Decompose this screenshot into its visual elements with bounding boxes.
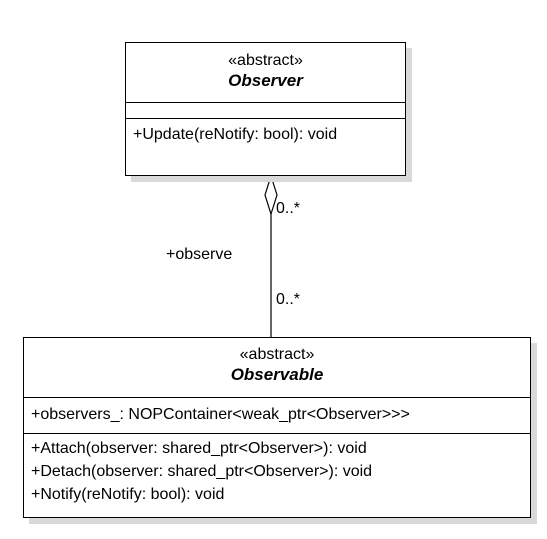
observable-stereotype: «abstract» <box>239 346 315 363</box>
operation-update: +Update(reNotify: bool): void <box>133 126 338 143</box>
operation-notify: +Notify(reNotify: bool): void <box>31 486 225 503</box>
observer-operations-compartment: +Update(reNotify: bool): void <box>126 119 405 146</box>
observer-class[interactable]: «abstract» Observer +Update(reNotify: bo… <box>125 42 406 176</box>
multiplicity-observable-end: 0..* <box>276 291 301 308</box>
association-role-label: +observe <box>166 246 233 263</box>
operation-detach: +Detach(observer: shared_ptr<Observer>):… <box>31 463 373 480</box>
observer-stereotype: «abstract» <box>228 52 303 69</box>
observer-class-header: «abstract» Observer <box>126 43 405 103</box>
observable-class-header: «abstract» Observable <box>24 338 530 398</box>
observable-attributes-compartment: +observers_: NOPContainer<weak_ptr<Obser… <box>24 398 530 434</box>
attribute-observers: +observers_: NOPContainer<weak_ptr<Obser… <box>31 406 410 423</box>
operation-attach: +Attach(observer: shared_ptr<Observer>):… <box>31 440 367 457</box>
multiplicity-observer-end: 0..* <box>276 200 301 217</box>
observable-class-name: Observable <box>230 365 324 384</box>
observable-class[interactable]: «abstract» Observable +observers_: NOPCo… <box>23 337 531 518</box>
observer-attributes-compartment <box>126 103 405 119</box>
observer-class-name: Observer <box>228 71 303 90</box>
aggregation-diamond-icon <box>264 174 278 216</box>
observable-operations-compartment: +Attach(observer: shared_ptr<Observer>):… <box>24 434 530 506</box>
